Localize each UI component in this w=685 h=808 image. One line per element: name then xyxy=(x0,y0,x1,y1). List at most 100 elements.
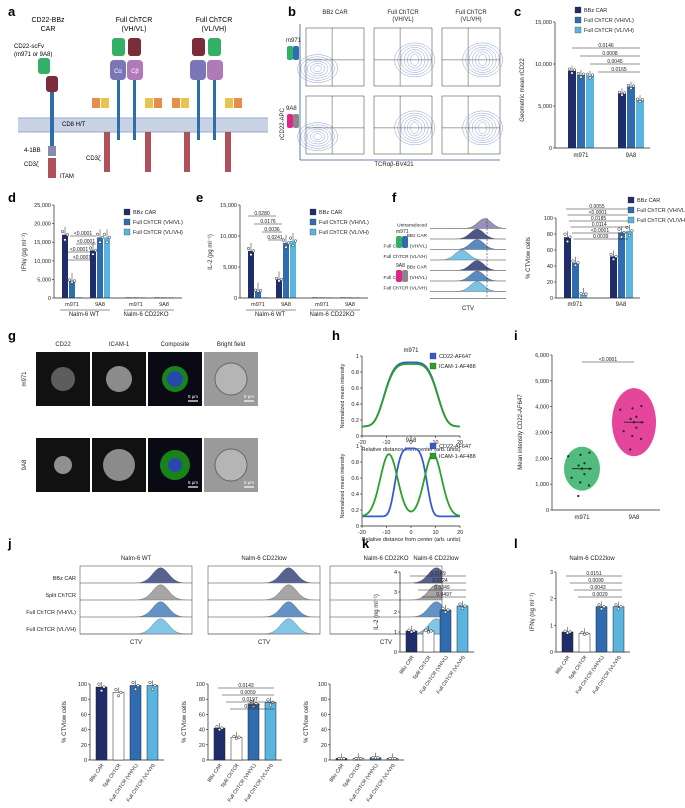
j3-dot xyxy=(376,756,380,760)
f-ylabel: % CTVlow cells xyxy=(526,237,532,279)
c-dot xyxy=(622,91,627,95)
b-col-title: BBz CAR xyxy=(322,10,348,16)
f-dot xyxy=(611,257,616,261)
d-dot xyxy=(63,238,67,242)
e-dot xyxy=(274,276,279,281)
e-dot xyxy=(288,236,293,240)
e-dot xyxy=(251,249,256,253)
g-icam-signal xyxy=(106,366,132,392)
b-contour xyxy=(400,47,429,73)
f-histogram xyxy=(429,249,506,261)
h2-xtick-label: 20 xyxy=(457,530,463,536)
d-legend-label: BBz CAR xyxy=(133,210,156,216)
i-xlabel: 9A8 xyxy=(629,515,640,521)
c-legend-label: Full ChTCR (VL/VH) xyxy=(584,28,634,34)
g-scale-label: 5 μm xyxy=(244,394,254,399)
c-legend-label: BBz CAR xyxy=(584,8,607,14)
e-dot xyxy=(277,279,281,283)
j1-dot xyxy=(99,689,104,693)
h1-ytick-label: 1 xyxy=(356,354,359,360)
l-dot xyxy=(585,631,589,635)
h2-series-line xyxy=(362,447,460,518)
j3-ytick-label: 40 xyxy=(321,728,327,734)
j-histogram xyxy=(80,567,193,584)
a-title-car: CD22-BBz xyxy=(31,17,65,24)
l-dot xyxy=(602,605,606,609)
svg-text:Cα: Cα xyxy=(114,69,122,75)
j3-dot xyxy=(342,756,346,761)
b-row-glyph xyxy=(287,46,293,60)
d-dot xyxy=(60,230,65,234)
c-xlabel: 9A8 xyxy=(626,153,637,159)
f-pval: 0.0185 xyxy=(591,216,607,222)
d-ytick-label: 5,000 xyxy=(37,277,51,283)
f-pval: 0.0039 xyxy=(593,234,609,240)
f-legend-label: Full ChTCR (VL/VH) xyxy=(637,218,685,224)
j-ylabel: % CTVlow cells xyxy=(182,701,188,743)
k-bar xyxy=(405,630,418,653)
g-cd22-signal xyxy=(51,367,75,391)
j-histogram xyxy=(80,601,193,618)
j-histogram xyxy=(208,584,321,601)
j1-bar xyxy=(112,692,125,761)
k-dot xyxy=(441,606,445,610)
l-title: Nalm-6 CD22low xyxy=(569,556,615,562)
g-icam-signal xyxy=(103,449,135,481)
i-point xyxy=(579,481,582,484)
g-scale-label: 5 μm xyxy=(244,480,254,485)
c-bar xyxy=(568,70,576,148)
h2-legend-swatch xyxy=(429,452,437,460)
d-dot xyxy=(93,248,98,252)
e-xlabel: m971 xyxy=(315,302,329,308)
k-dot xyxy=(426,630,431,634)
a-cd3z-label: CD3ζ xyxy=(24,162,39,168)
b-contour xyxy=(475,51,491,69)
j1-bar xyxy=(129,685,142,761)
f-row-label: BBz CAR xyxy=(407,233,428,239)
k-dot xyxy=(424,628,428,632)
j-row-label: Split ChTCR xyxy=(45,593,76,599)
i-xlabel: m971 xyxy=(574,515,590,521)
j2-ytick-label: 20 xyxy=(199,743,205,749)
j1-ytick-label: 80 xyxy=(81,697,87,703)
f-pval: <0.0001 xyxy=(589,210,607,216)
panel-label-c: c xyxy=(514,4,521,19)
e-dot xyxy=(281,238,286,242)
j2-dot xyxy=(215,725,219,729)
j1-dot xyxy=(97,682,101,686)
i-ytick-label: 3,000 xyxy=(535,431,549,437)
j2-bar xyxy=(213,727,226,761)
b-contour xyxy=(410,53,419,67)
f-row-label: Full ChTCR (VL/VH) xyxy=(384,286,428,292)
h2-ytick-label: 1 xyxy=(356,444,359,450)
k-pval: 0.0349 xyxy=(434,585,450,591)
b-contour xyxy=(306,128,329,145)
k-pval: 0.0224 xyxy=(432,578,448,584)
f-dot xyxy=(627,233,632,238)
l-ylabel: IFNγ (ng ml⁻¹) xyxy=(530,593,536,631)
l-dot xyxy=(616,607,621,611)
c-dot xyxy=(590,73,595,77)
i-point xyxy=(583,462,586,465)
j1-bar xyxy=(95,686,108,761)
panel-label-e: e xyxy=(196,190,203,205)
h1-legend-label: ICAM-1-AF488 xyxy=(439,364,476,370)
j3-dot xyxy=(388,756,392,760)
f-legend-label: Full ChTCR (VH/VL) xyxy=(637,208,685,214)
h1-legend-swatch xyxy=(429,362,437,370)
j3-dot xyxy=(390,757,395,761)
b-row-glyph xyxy=(293,46,299,60)
h1-ylabel: Normalized mean intensity xyxy=(340,363,346,428)
d-legend-label: Full ChTCR (VL/VH) xyxy=(133,230,183,236)
e-ytick-label: 10,000 xyxy=(220,234,237,240)
c-dot xyxy=(576,71,581,76)
j-col-title: Nalm-6 WT xyxy=(121,556,152,562)
d-ytick-label: 10,000 xyxy=(34,259,51,265)
i-point xyxy=(570,476,573,479)
b-contour xyxy=(310,63,326,75)
d-dot xyxy=(88,246,93,250)
l-pval: 0.0029 xyxy=(592,592,608,598)
